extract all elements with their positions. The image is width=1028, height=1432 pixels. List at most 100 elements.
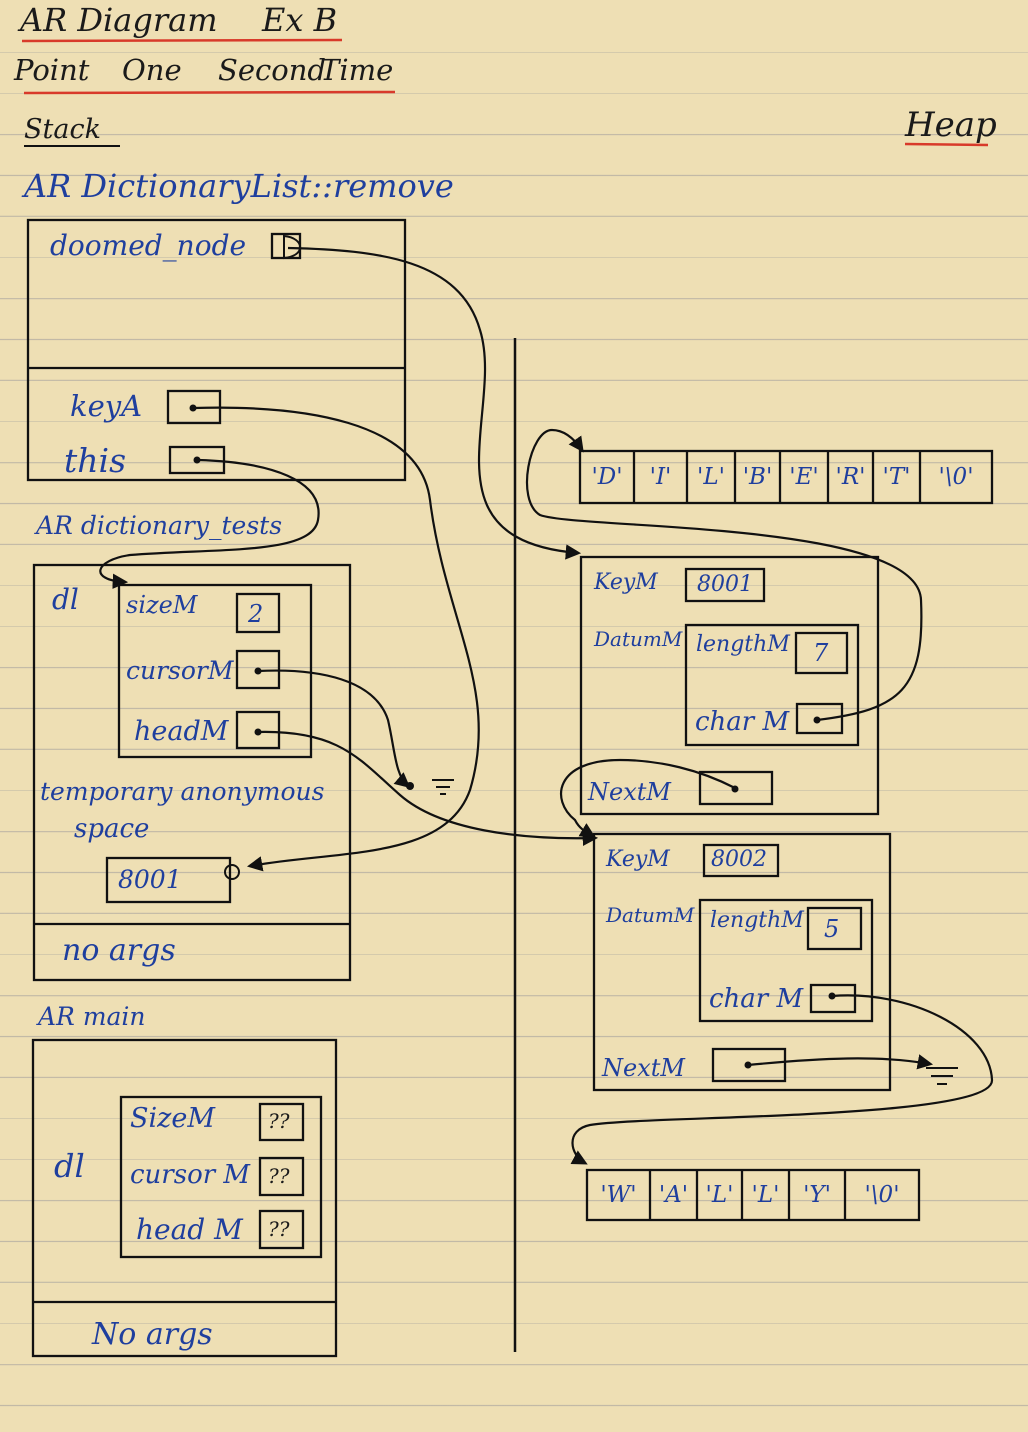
main-sizeM-box: [258, 1102, 305, 1142]
temp-space-knob: [224, 864, 240, 880]
title-underlines: [21, 38, 989, 147]
tests-dl-label: dl: [52, 583, 79, 616]
main-cursorM-box: [258, 1156, 305, 1197]
node1-datum-box: [684, 623, 860, 747]
main-cursorM-unknown: ??: [268, 1164, 290, 1188]
subtitle-time: Time: [320, 53, 394, 87]
main-args-label: No args: [92, 1317, 213, 1352]
node1-next-box: [698, 770, 774, 806]
node2-length-box: [806, 906, 863, 951]
dilbert-cell: 'D': [591, 464, 623, 490]
tests-size-value: 2: [248, 600, 264, 628]
headM-pointer: [257, 730, 599, 847]
main-frame-label: AR main: [38, 1002, 146, 1031]
main-dl-label: dl: [54, 1147, 85, 1185]
stack-label: Stack: [24, 114, 101, 145]
heap-label: Heap: [905, 105, 997, 145]
node1-char-box: [795, 702, 844, 735]
main-dl-object-box: [119, 1095, 323, 1259]
doomed-node-label: doomed_node: [50, 229, 247, 262]
this-pointer: [99, 458, 320, 590]
dilbert-cell: 'L': [697, 464, 725, 490]
tests-sizeM-label: sizeM: [126, 591, 198, 619]
main-sizeM-label: SizeM: [130, 1103, 215, 1134]
main-sizeM-unknown: ??: [268, 1109, 290, 1133]
node2-next-box: [711, 1047, 787, 1083]
this-label: this: [64, 441, 127, 480]
diagram-title: AR Diagram: [20, 1, 218, 39]
remove-frame-label: AR DictionaryList::remove: [24, 167, 454, 205]
null-ground-icon: [926, 1067, 958, 1085]
wally-cell: 'W': [600, 1182, 637, 1208]
node1-charM-pointer: [526, 428, 923, 722]
node2-nextM-label: NextM: [602, 1054, 685, 1082]
keyA-pointer: [193, 406, 480, 872]
sizeM-box: [235, 592, 281, 634]
node2-charM-pointer: [570, 994, 994, 1165]
dilbert-cell: 'T': [882, 464, 911, 490]
temp-space-label-line2: space: [74, 814, 150, 844]
main-headM-box: [258, 1209, 305, 1250]
wally-cell: 'Y': [803, 1182, 831, 1208]
keyA-label: keyA: [70, 389, 143, 423]
main-headM-label: head M: [136, 1213, 243, 1246]
subtitle-one: One: [122, 53, 182, 87]
node2-box: [592, 832, 892, 1092]
node1-key-box: [684, 567, 766, 603]
cursorM-pointer: [257, 669, 411, 788]
pointer-dots: [189, 404, 836, 1069]
dilbert-cell: 'R': [835, 464, 866, 490]
remove-frame-box: [26, 218, 407, 482]
wally-array-box: [585, 1168, 921, 1222]
node1-key-value: 8001: [697, 572, 753, 597]
wally-cell: 'L': [751, 1182, 780, 1208]
doomed-node-pointer-mark: [283, 234, 302, 260]
wally-cell: 'A': [658, 1182, 689, 1208]
this-box: [168, 445, 226, 475]
node1-nextM-pointer: [560, 758, 736, 838]
exercise-label: Ex B: [262, 1, 338, 39]
dilbert-cell: '\0': [938, 464, 974, 490]
node1-length-box: [794, 631, 849, 675]
dilbert-cell: 'I': [649, 464, 672, 490]
main-cursorM-label: cursor M: [130, 1160, 251, 1190]
node1-box: [579, 555, 880, 816]
subtitle-point: Point: [14, 53, 90, 87]
node1-keyM-label: KeyM: [594, 570, 658, 595]
subtitle-second: Second: [218, 53, 326, 87]
dilbert-array-box: [578, 449, 994, 505]
main-headM-unknown: ??: [268, 1217, 290, 1241]
tests-cursorM-label: cursorM: [126, 656, 234, 685]
node2-datumM-label: DatumM: [606, 903, 695, 927]
node2-nextM-pointer: [747, 1054, 934, 1070]
temp-space-value: 8001: [118, 865, 182, 894]
dilbert-cell: 'E': [789, 464, 819, 490]
doomed-node-pointer: [287, 246, 582, 560]
node2-charM-label: char M: [709, 984, 804, 1014]
node2-key-box: [702, 843, 780, 878]
tests-frame-label: AR dictionary_tests: [36, 511, 283, 540]
temp-space-label-line1: temporary anonymous: [40, 777, 325, 806]
wally-cell: '\0': [864, 1182, 900, 1208]
node1-length-value: 7: [813, 639, 829, 667]
node1-nextM-label: NextM: [588, 778, 671, 806]
node1-lengthM-label: lengthM: [696, 632, 790, 657]
node1-charM-label: char M: [695, 707, 790, 737]
node1-datumM-label: DatumM: [594, 627, 683, 651]
tests-frame-box: [32, 563, 352, 982]
node2-char-box: [809, 983, 857, 1014]
node2-datum-box: [698, 898, 874, 1023]
headM-box: [235, 710, 281, 750]
dilbert-cell: 'B': [742, 464, 773, 490]
tests-dl-object-box: [117, 583, 313, 759]
temp-space-box: [105, 856, 232, 904]
node2-length-value: 5: [824, 915, 840, 943]
main-frame-box: [31, 1038, 338, 1358]
tests-headM-label: headM: [134, 716, 229, 747]
tests-args-label: no args: [62, 933, 176, 968]
node2-keyM-label: KeyM: [606, 847, 670, 872]
node2-key-value: 8002: [711, 847, 767, 872]
node2-lengthM-label: lengthM: [710, 908, 804, 933]
null-ground-icon: [432, 779, 454, 795]
